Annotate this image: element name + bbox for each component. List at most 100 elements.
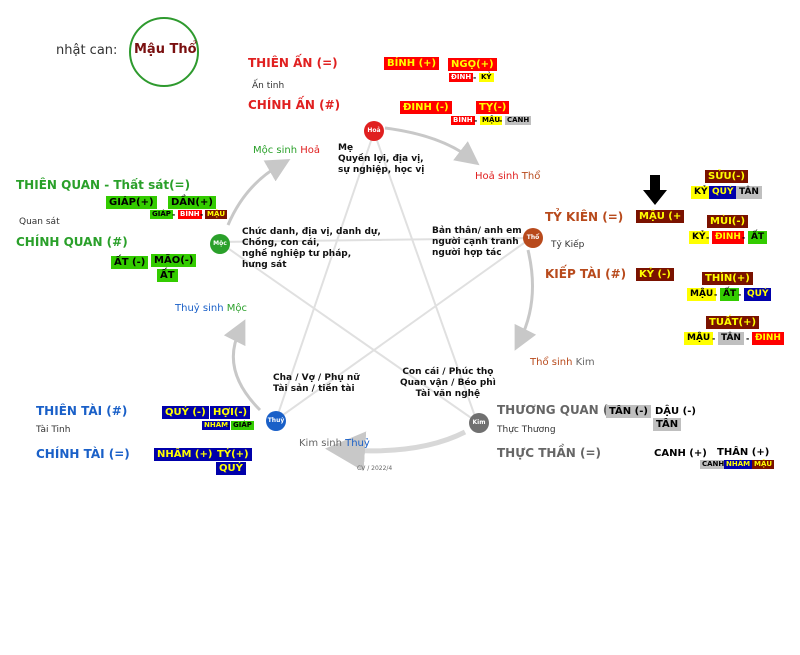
ty-hidden-2: MẬU <box>480 116 503 125</box>
day-stem-label: nhật can: <box>56 43 118 58</box>
ty-kien-label: TỶ KIÊN (=) <box>545 210 624 224</box>
wood-desc: Chức danh, địa vị, danh dự, Chồng, con c… <box>242 227 381 271</box>
cycle-text: Mộc <box>226 303 247 314</box>
wood-desc-line: hưng sát <box>242 260 287 270</box>
arc-kim-thuy <box>325 429 467 472</box>
metal-desc-line: Quan vận / Béo phì <box>400 378 496 388</box>
control-star <box>215 128 535 425</box>
suu-hidden-1: KỶ <box>691 186 711 199</box>
tuat-hidden-1: MẬU <box>684 332 714 345</box>
stem-ky: KỶ (-) <box>636 268 674 281</box>
thuc-than-label: THỰC THẦN (=) <box>497 446 601 460</box>
sep: - <box>499 116 503 125</box>
mui-hidden-3: ẤT <box>748 231 768 244</box>
branch-dan: DẦN(+) <box>168 196 216 209</box>
stem-dinh: ĐINH (-) <box>400 101 452 114</box>
node-tho: Thổ <box>523 228 543 248</box>
metal-desc: Con cái / Phúc thọ Quan vận / Béo phì Tà… <box>400 367 496 400</box>
dau-hidden-1: TÂN <box>653 418 682 431</box>
water-desc-line: Cha / Vợ / Phụ nữ <box>273 373 360 383</box>
than-hidden-3: MẬU <box>752 460 775 469</box>
thuc-thuong-label: Thực Thương <box>497 425 556 435</box>
arc-thuy-moc <box>223 319 262 412</box>
cycle-kim-thuy: Kim sinh Thuỷ <box>299 438 370 449</box>
tuat-hidden-3: ĐINH <box>752 332 784 345</box>
stem-canh: CANH (+) <box>654 448 707 459</box>
dan-hidden-1: GIÁP <box>150 210 173 219</box>
thuong-quan-label: THƯƠNG QUAN ( <box>497 403 609 417</box>
stem-at: ẤT (-) <box>111 256 149 269</box>
dan-hidden-3: MẬU <box>205 210 228 219</box>
ty-hidden-3: CANH <box>505 116 532 125</box>
stem-binh: BÍNH (+) <box>384 57 440 70</box>
thien-quan-label: THIÊN QUAN - Thất sát(=) <box>16 178 191 192</box>
fire-desc: Mẹ Quyền lợi, địa vị, sự nghiệp, học vị <box>338 143 424 176</box>
hoi-hidden-1: NHÂM <box>202 421 231 430</box>
stem-mau: MẬU (+ <box>636 210 685 223</box>
sep: - <box>714 290 718 299</box>
cycle-text: Thuỷ <box>345 438 370 449</box>
cycle-hoa-tho: Hoả sinh Thổ <box>475 171 540 182</box>
dan-hidden-2: BÍNH <box>178 210 202 219</box>
thin-hidden-3: QUÝ <box>744 288 772 301</box>
wood-desc-line: Chồng, con cái, <box>242 238 320 248</box>
tuat-hidden-2: TÂN <box>718 332 744 345</box>
earth-desc-line: người hợp tác <box>432 248 502 258</box>
quan-sat-label: Quan sát <box>19 217 60 227</box>
branch-ty-water: TÝ(+) <box>214 448 252 461</box>
mao-hidden-1: ẤT <box>157 269 178 282</box>
ty-water-hidden-1: QUÝ <box>216 462 246 475</box>
thin-hidden-2: ẤT <box>720 288 740 301</box>
cycle-text: Kim sinh <box>299 438 346 449</box>
day-stem-circle <box>129 17 199 87</box>
day-master-pointer <box>643 175 667 205</box>
tai-tinh-label: Tài Tinh <box>36 425 71 435</box>
branch-mao: MÃO(-) <box>151 254 197 267</box>
node-thuy: Thuỷ <box>266 411 286 431</box>
an-tinh-label: Ấn tinh <box>252 81 285 91</box>
arc-tho-kim <box>514 249 537 351</box>
thien-tai-label: THIÊN TÀI (#) <box>36 404 128 418</box>
metal-desc-line: Tài văn nghệ <box>415 389 481 399</box>
chinh-an-label: CHÍNH ẤN (#) <box>248 98 341 112</box>
branch-suu: SỬU(-) <box>705 170 748 183</box>
earth-desc-line: Bản thân/ anh em <box>432 226 522 236</box>
thin-hidden-1: MẬU <box>687 288 717 301</box>
sep: - <box>742 233 746 242</box>
wood-desc-line: nghề nghiệp tư pháp, <box>242 249 352 259</box>
sep: - <box>474 116 478 125</box>
thien-an-label: THIÊN ẤN (=) <box>248 56 338 70</box>
mui-hidden-1: KỶ <box>689 231 709 244</box>
branch-hoi: HỢI(-) <box>210 406 251 419</box>
sep: - <box>712 334 716 343</box>
sep: - <box>706 233 710 242</box>
stem-quy: QUÝ (-) <box>162 406 209 419</box>
metal-desc-line: Con cái / Phúc thọ <box>402 367 494 377</box>
sep: - <box>473 73 477 82</box>
branch-ngo: NGỌ(+) <box>448 58 497 71</box>
hoi-hidden-2: GIÁP <box>231 421 254 430</box>
stem-tan: TÂN (-) <box>606 405 651 418</box>
chinh-tai-label: CHÍNH TÀI (=) <box>36 447 130 461</box>
wood-desc-line: Chức danh, địa vị, danh dự, <box>242 227 381 237</box>
ngo-hidden-1: ĐINH <box>449 73 474 82</box>
cycle-text: Thổ sinh <box>530 357 576 368</box>
mui-hidden-2: ĐINH <box>712 231 744 244</box>
cycle-text: Thuỷ sinh <box>175 303 227 314</box>
water-desc-line: Tài sản / tiền tài <box>273 384 355 394</box>
node-hoa: Hoả <box>364 121 384 141</box>
fire-desc-line: sự nghiệp, học vị <box>338 165 425 175</box>
node-kim: Kim <box>469 413 489 433</box>
branch-than: THÂN (+) <box>717 447 770 458</box>
sep: - <box>200 210 204 219</box>
sep: - <box>746 334 750 343</box>
arc-hoa-tho <box>384 126 480 166</box>
branch-tuat: TUẤT(+) <box>706 316 760 329</box>
sep: - <box>226 421 230 430</box>
branch-dau: DẬU (-) <box>655 406 696 417</box>
node-moc: Mộc <box>210 234 230 254</box>
day-stem-value: Mậu Thổ <box>134 42 197 57</box>
than-hidden-2: NHÂM <box>724 460 753 469</box>
cycle-text: Mộc sinh <box>253 145 301 156</box>
